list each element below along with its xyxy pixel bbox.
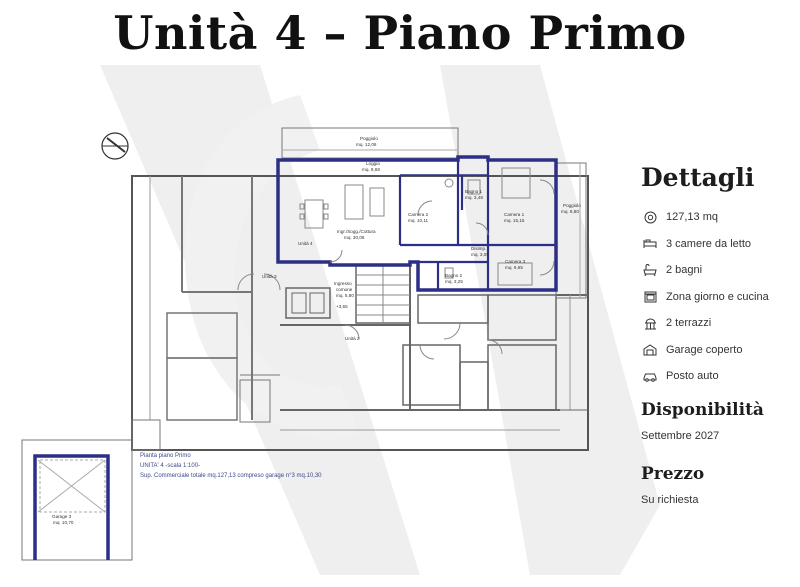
car-icon (641, 369, 659, 383)
feature-garage: Garage coperto (641, 337, 796, 364)
plan-caption-line1: Pianta piano Primo (140, 453, 191, 459)
label-ingresso-sub: comune (336, 287, 353, 292)
label-level: +3,55 (336, 304, 348, 309)
label-loggia: Loggia (366, 161, 380, 166)
page-title: Unità 4 – Piano Primo (113, 6, 687, 60)
label-poggiolo-top-area: mq. 12,06 (356, 142, 377, 147)
feature-bedrooms: 3 camere da letto (641, 231, 796, 258)
label-unita2: Unità 2 (345, 336, 360, 341)
plan-caption-line3: Sup. Commerciale totale mq.127,13 compre… (140, 473, 322, 479)
label-bagno1: Bagno 1 (465, 189, 483, 194)
feature-bathrooms: 2 bagni (641, 257, 796, 284)
label-camera2: Camera 2 (408, 212, 429, 217)
label-bagno2-area: mq. 3,25 (445, 279, 463, 284)
label-unita3: Unità 3 (262, 274, 277, 279)
label-poggiolo-top: Poggiolo (360, 136, 378, 141)
compass-icon (101, 132, 129, 160)
feature-living: Zona giorno e cucina (641, 284, 796, 311)
label-camera3-area: mq. 9,65 (505, 265, 523, 270)
label-unita4: Unità 4 (298, 241, 313, 246)
label-camera2-area: mq. 10,11 (408, 218, 429, 223)
label-garage-area: mq. 10,70 (53, 520, 74, 525)
watermark-logo (100, 65, 660, 575)
label-disimp: Disimp. (471, 246, 486, 251)
plan-caption-line2: UNITA' 4 -scala 1:100- (140, 463, 200, 469)
feature-area: 127,13 mq (641, 204, 796, 231)
label-ingr-sogg: Ingr./Sogg./Cottura (337, 229, 376, 234)
price-heading: Prezzo (641, 463, 705, 484)
label-poggiolo-right: Poggiolo (563, 203, 581, 208)
availability-value: Settembre 2027 (641, 429, 720, 442)
label-disimp-area: mq. 3,05 (471, 252, 489, 257)
label-bagno1-area: mq. 3,48 (465, 195, 483, 200)
label-camera3: Camera 3 (505, 259, 526, 264)
bath-icon (641, 263, 659, 277)
label-camera1-area: mq. 15,15 (504, 218, 525, 223)
label-ingresso: Ingresso (334, 281, 352, 286)
details-panel: Dettagli 127,13 mq 3 camere da letto 2 b… (641, 163, 796, 506)
availability-heading: Disponibilità (641, 399, 764, 420)
kitchen-icon (641, 290, 659, 304)
price-value: Su richiesta (641, 493, 699, 506)
label-ingresso-area: mq. 5,80 (336, 293, 354, 298)
label-poggiolo-right-area: mq. 8,80 (561, 209, 579, 214)
garage-icon (641, 343, 659, 357)
area-icon (641, 210, 659, 224)
bed-icon (641, 237, 659, 251)
label-bagno2: Bagno 2 (445, 273, 463, 278)
terrace-icon (641, 316, 659, 330)
label-camera1: Camera 1 (504, 212, 525, 217)
feature-parking: Posto auto (641, 363, 796, 390)
label-loggia-area: mq. 8,68 (362, 167, 380, 172)
feature-terraces: 2 terrazzi (641, 310, 796, 337)
label-ingr-sogg-area: mq. 30,06 (344, 235, 365, 240)
details-heading: Dettagli (641, 163, 755, 192)
label-garage: Garage 3 (52, 514, 72, 519)
